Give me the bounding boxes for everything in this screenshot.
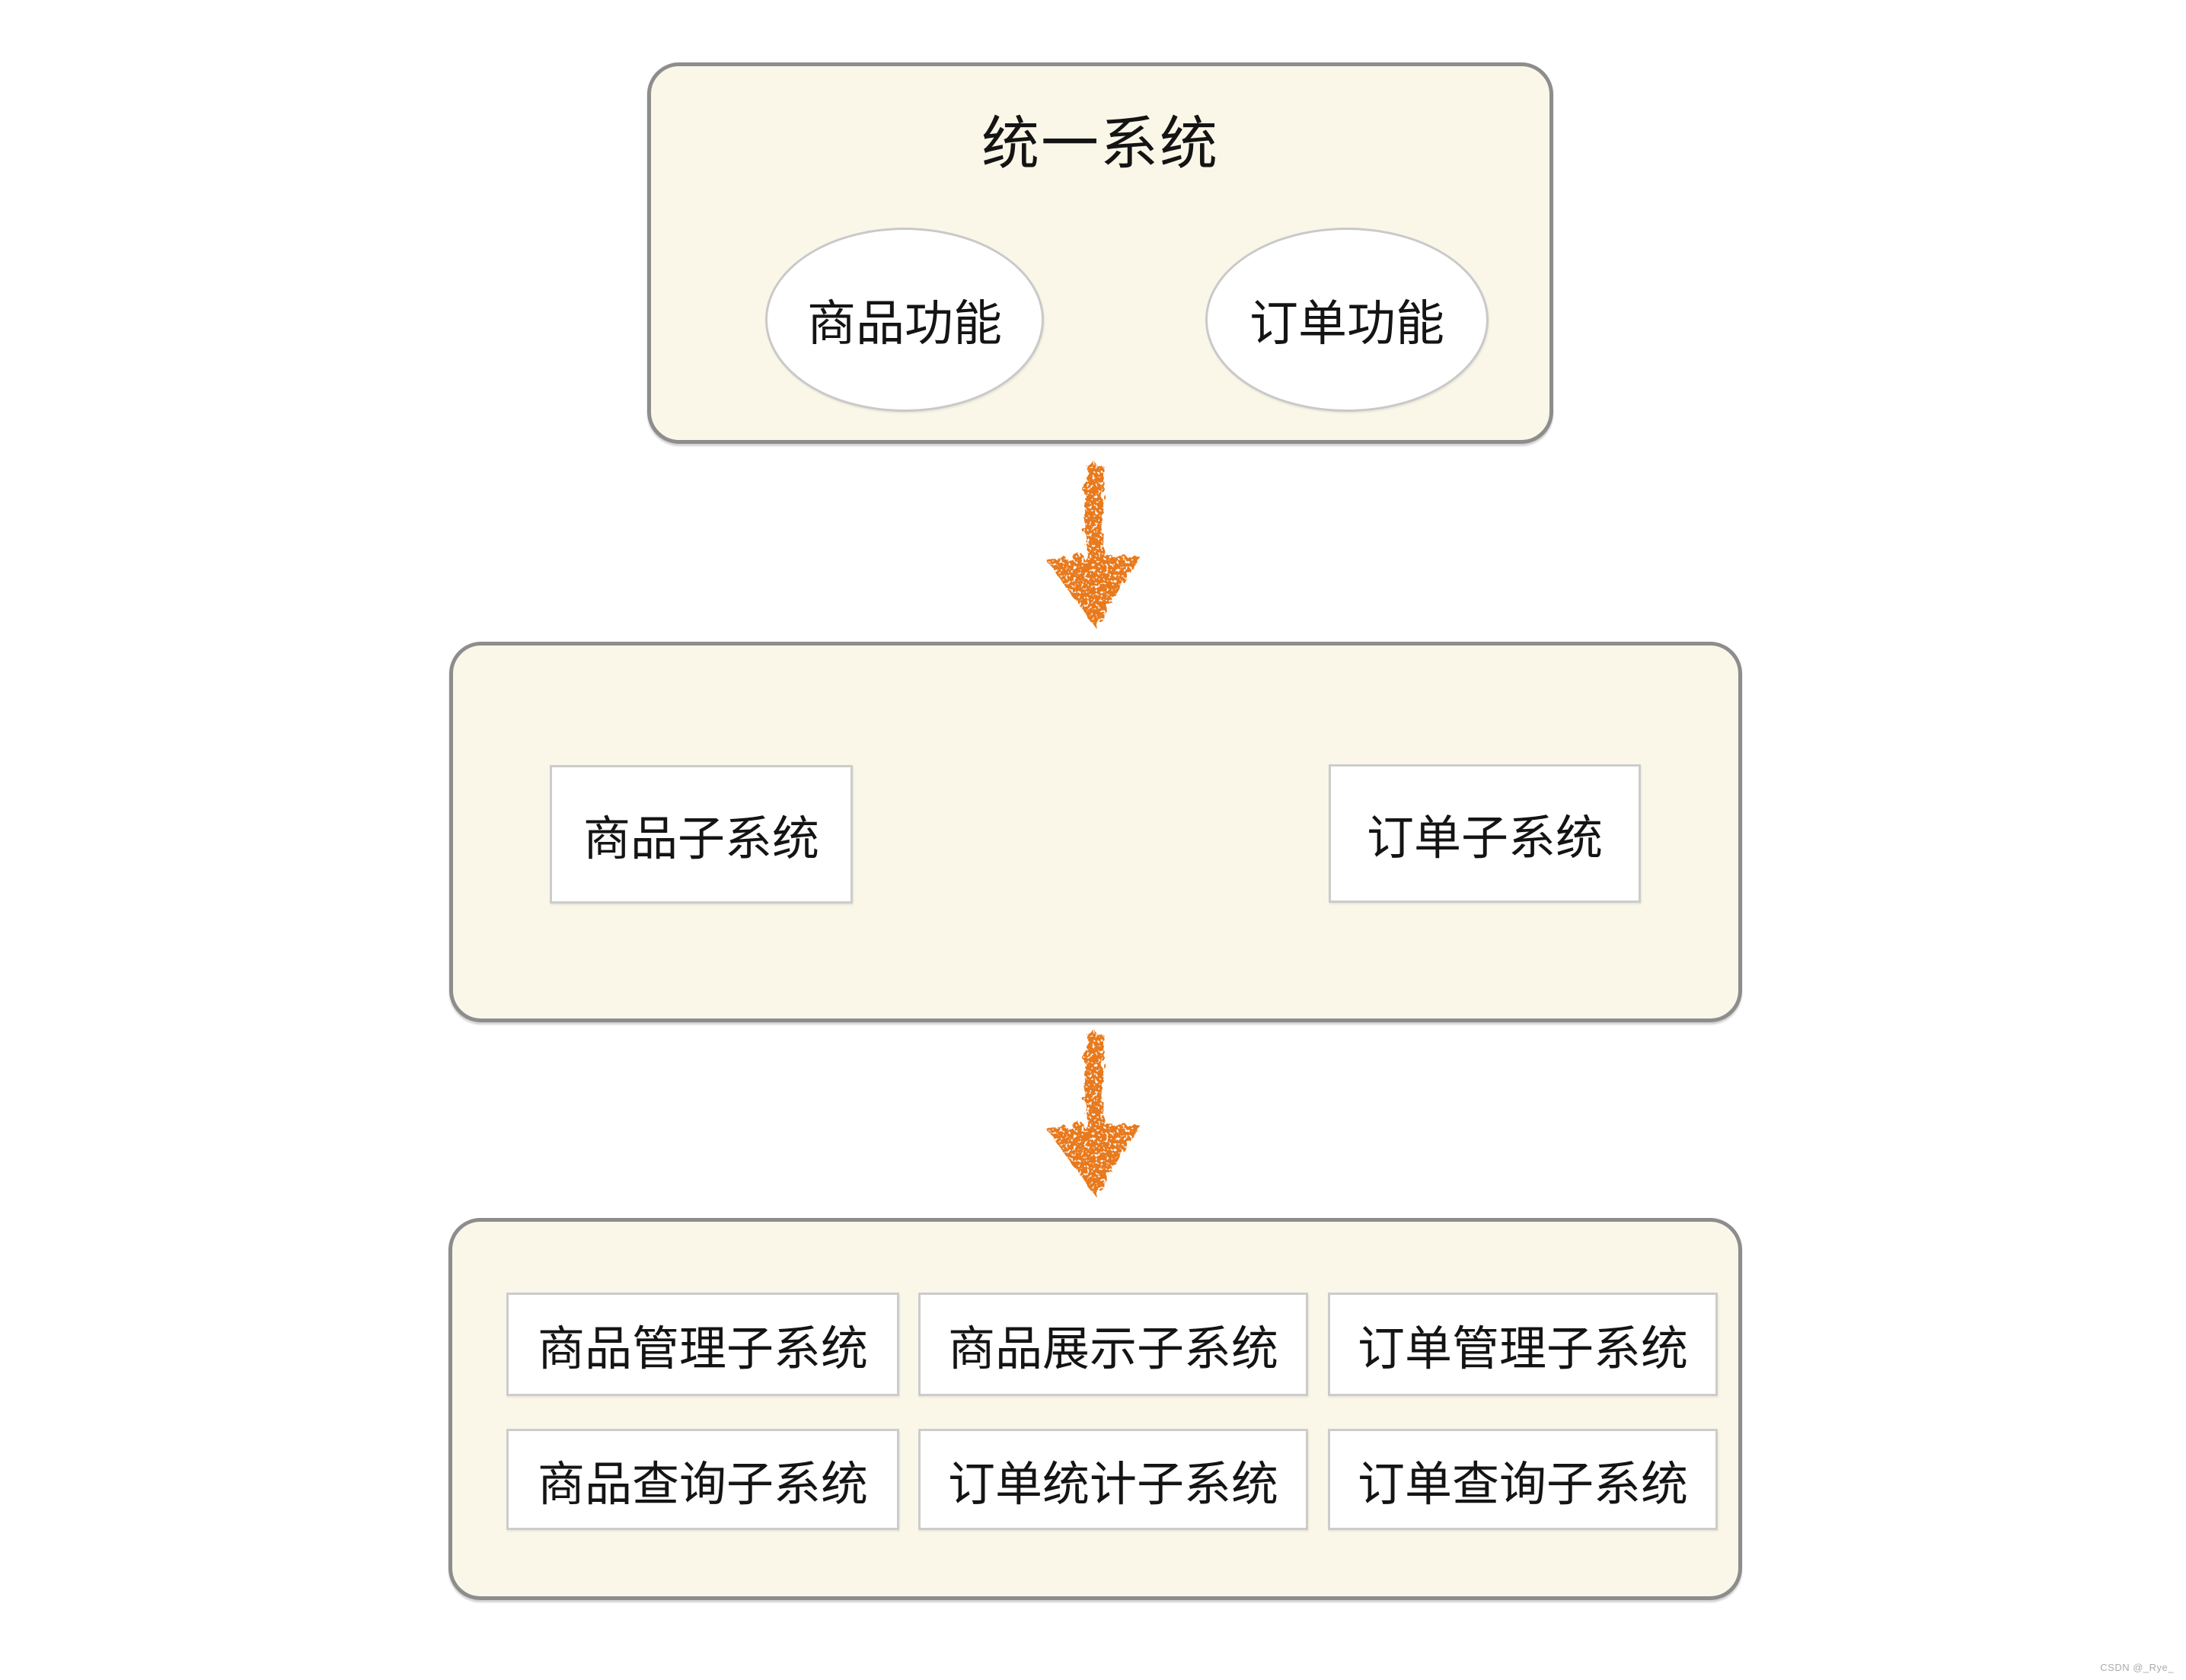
down-arrow-icon [1047, 464, 1141, 628]
order-function-label: 订单功能 [1249, 296, 1444, 351]
product-subsystem-label: 商品子系统 [582, 813, 819, 866]
product-display-subsystem-node: 商品展示子系统 [918, 1293, 1308, 1396]
order-query-subsystem-label: 订单查询子系统 [1357, 1458, 1688, 1511]
product-query-subsystem-label: 商品查询子系统 [537, 1458, 868, 1511]
product-function-node: 商品功能 [765, 228, 1044, 412]
product-subsystem-node: 商品子系统 [550, 765, 853, 904]
order-statistics-subsystem-label: 订单统计子系统 [947, 1458, 1278, 1511]
order-statistics-subsystem-node: 订单统计子系统 [918, 1429, 1308, 1530]
product-management-subsystem-label: 商品管理子系统 [537, 1323, 868, 1376]
product-management-subsystem-node: 商品管理子系统 [506, 1293, 899, 1396]
sub-subsystem-panel: 商品管理子系统 商品展示子系统 订单管理子系统 商品查询子系统 订单统计子系统 … [448, 1218, 1742, 1600]
order-subsystem-node: 订单子系统 [1329, 764, 1641, 903]
watermark: CSDN @_Rye_ [2100, 1662, 2174, 1673]
product-function-label: 商品功能 [807, 296, 1002, 351]
order-query-subsystem-node: 订单查询子系统 [1328, 1429, 1718, 1530]
order-management-subsystem-label: 订单管理子系统 [1357, 1323, 1688, 1376]
order-subsystem-label: 订单子系统 [1366, 812, 1603, 865]
order-function-node: 订单功能 [1205, 228, 1489, 412]
down-arrow-icon [1047, 1033, 1141, 1197]
product-query-subsystem-node: 商品查询子系统 [506, 1429, 899, 1530]
product-display-subsystem-label: 商品展示子系统 [947, 1323, 1278, 1376]
order-management-subsystem-node: 订单管理子系统 [1328, 1293, 1718, 1396]
unified-system-panel: 统一系统 商品功能 订单功能 [647, 62, 1553, 444]
subsystem-panel: 商品子系统 订单子系统 [449, 642, 1742, 1022]
unified-system-title: 统一系统 [981, 112, 1219, 177]
